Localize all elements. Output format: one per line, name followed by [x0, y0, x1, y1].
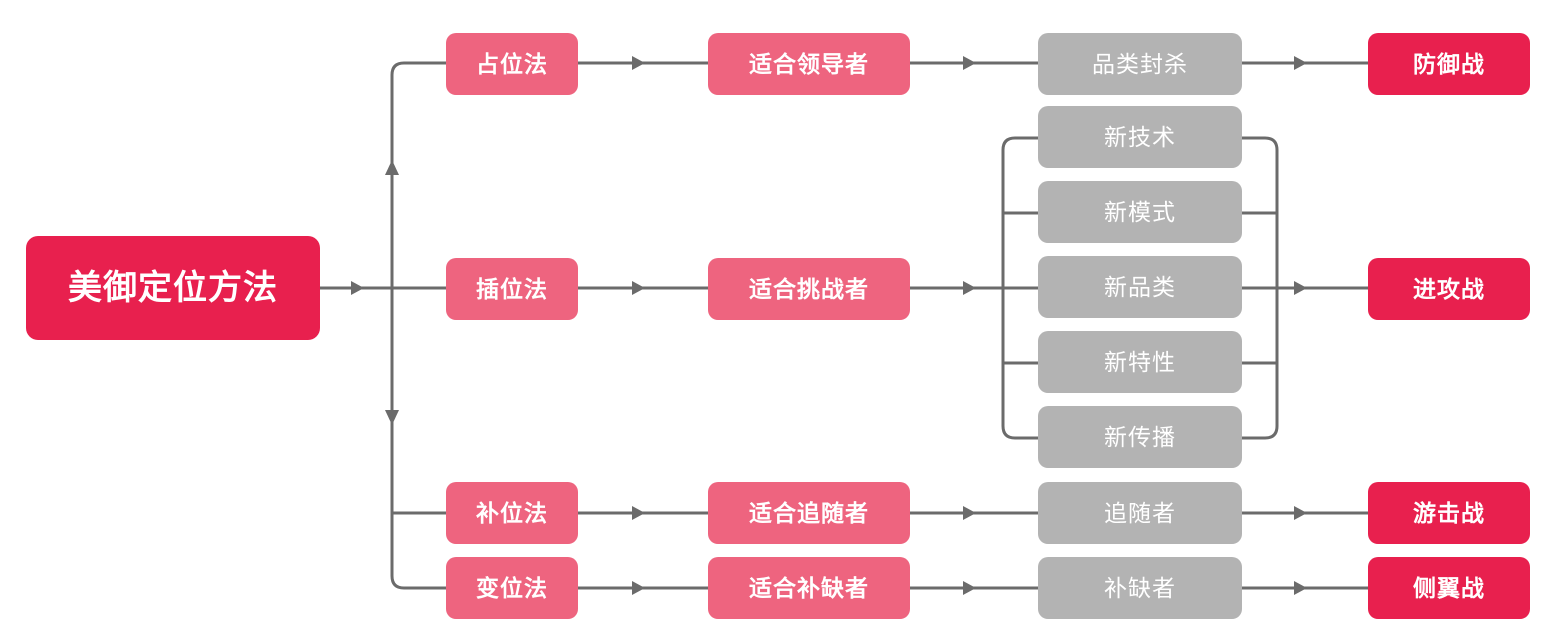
node-tactic-new-technology[interactable]: 新技术	[1038, 106, 1242, 168]
node-role-challenger[interactable]: 适合挑战者	[708, 258, 910, 320]
root-node-positioning-method[interactable]: 美御定位方法	[26, 236, 320, 340]
node-tactic-new-model[interactable]: 新模式	[1038, 181, 1242, 243]
node-tactic-nicher[interactable]: 补缺者	[1038, 557, 1242, 619]
wire-main-trunk	[385, 61, 446, 590]
wire-role-to-tactic-1	[910, 56, 1038, 70]
node-war-flanking[interactable]: 侧翼战	[1368, 557, 1530, 619]
node-tactic-new-category[interactable]: 新品类	[1038, 256, 1242, 318]
node-tactic-category-blockade[interactable]: 品类封杀	[1038, 33, 1242, 95]
trunk-up-arrow	[385, 160, 399, 175]
node-method-zhanweifa[interactable]: 占位法	[446, 33, 578, 95]
node-tactic-new-feature[interactable]: 新特性	[1038, 331, 1242, 393]
node-tactic-follower[interactable]: 追随者	[1038, 482, 1242, 544]
brace-right-icon	[1242, 136, 1279, 440]
wire-method-to-role-4	[578, 581, 708, 595]
wire-role-to-tactic-nicher	[910, 581, 1038, 595]
wire-tactic-to-war-1	[1242, 56, 1368, 70]
wire-method-to-role-3	[578, 506, 708, 520]
wire-role-to-tactic-follower	[910, 506, 1038, 520]
node-role-follower[interactable]: 适合追随者	[708, 482, 910, 544]
node-method-bianweifa[interactable]: 变位法	[446, 557, 578, 619]
wire-root-to-trunk	[320, 281, 392, 295]
wire-method-to-role-2	[578, 281, 708, 295]
node-tactic-new-communication[interactable]: 新传播	[1038, 406, 1242, 468]
wire-tactic-to-war-3	[1242, 506, 1368, 520]
wire-method-to-role-1	[578, 56, 708, 70]
node-method-chaweifa[interactable]: 插位法	[446, 258, 578, 320]
node-war-offensive[interactable]: 进攻战	[1368, 258, 1530, 320]
trunk-down-arrow	[385, 410, 399, 425]
brace-left-icon	[1001, 136, 1038, 440]
wire-tactic-to-war-4	[1242, 581, 1368, 595]
wire-brace-to-war-2	[1277, 281, 1368, 295]
node-role-nicher[interactable]: 适合补缺者	[708, 557, 910, 619]
node-war-guerrilla[interactable]: 游击战	[1368, 482, 1530, 544]
node-role-leader[interactable]: 适合领导者	[708, 33, 910, 95]
wire-role-to-brace-left	[910, 281, 1003, 295]
node-method-buweifa[interactable]: 补位法	[446, 482, 578, 544]
node-war-defensive[interactable]: 防御战	[1368, 33, 1530, 95]
